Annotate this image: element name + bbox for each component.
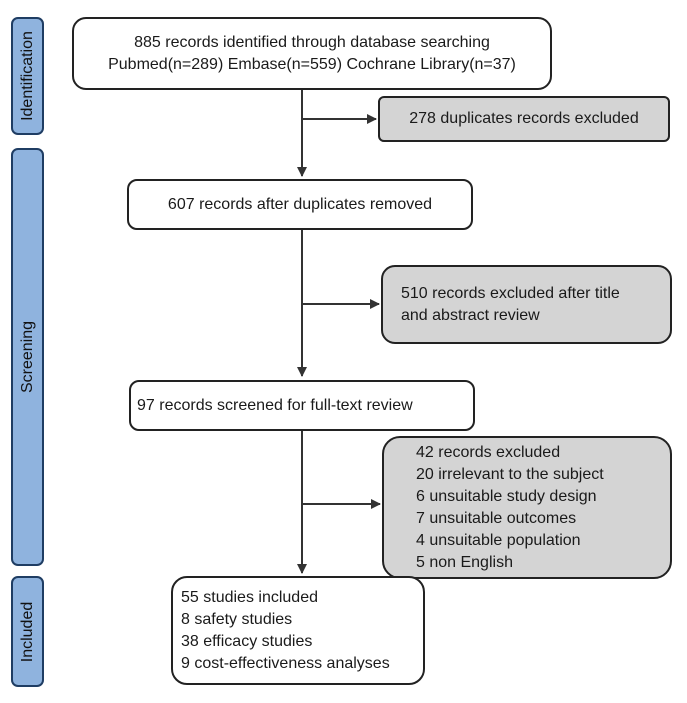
fulltext-excluded-reason: 5 non English	[416, 553, 513, 571]
included-studies-box: 55 studies included 8 safety studies 38 …	[171, 576, 425, 685]
fulltext-excluded-reason: 6 unsuitable study design	[416, 487, 597, 505]
phase-identification: Identification	[11, 17, 44, 135]
fulltext-excluded-reason: 4 unsuitable population	[416, 531, 581, 549]
title-abstract-excluded-line2: and abstract review	[401, 306, 540, 324]
fulltext-excluded-box: 42 records excluded 20 irrelevant to the…	[382, 436, 672, 579]
after-duplicates-box: 607 records after duplicates removed	[127, 179, 473, 230]
fulltext-excluded-reason: 20 irrelevant to the subject	[416, 465, 604, 483]
phase-identification-label: Identification	[18, 31, 36, 121]
title-abstract-excluded-box: 510 records excluded after title and abs…	[381, 265, 672, 344]
identified-records-text: 885 records identified through database …	[134, 33, 490, 51]
included-total: 55 studies included	[181, 588, 318, 606]
duplicates-excluded-text: 278 duplicates records excluded	[409, 110, 639, 127]
full-text-review-text: 97 records screened for full-text review	[137, 396, 413, 414]
phase-screening-label: Screening	[18, 320, 36, 394]
phase-included: Included	[11, 576, 44, 687]
full-text-review-box: 97 records screened for full-text review	[129, 380, 475, 431]
fulltext-excluded-total: 42 records excluded	[416, 443, 561, 461]
title-abstract-excluded-line1: 510 records excluded after title	[401, 284, 620, 302]
included-category: 9 cost-effectiveness analyses	[181, 654, 390, 672]
identified-records-box: 885 records identified through database …	[72, 17, 552, 90]
phase-screening: Screening	[11, 148, 44, 566]
database-breakdown-text: Pubmed(n=289) Embase(n=559) Cochrane Lib…	[108, 55, 516, 73]
included-category: 38 efficacy studies	[181, 632, 313, 650]
included-category: 8 safety studies	[181, 610, 293, 628]
duplicates-excluded-box: 278 duplicates records excluded	[378, 96, 670, 142]
phase-included-label: Included	[18, 601, 36, 662]
after-duplicates-text: 607 records after duplicates removed	[167, 195, 433, 213]
fulltext-excluded-reason: 7 unsuitable outcomes	[416, 509, 577, 527]
